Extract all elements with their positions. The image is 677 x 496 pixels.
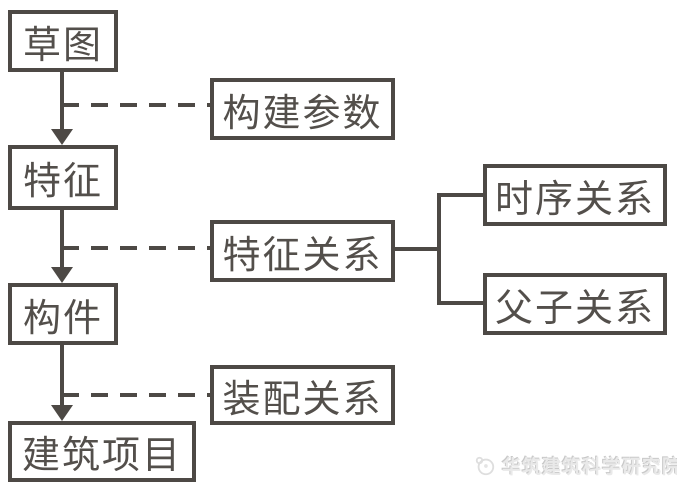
- panda-logo-icon: [475, 456, 495, 475]
- node-parent-child-relations: 父子关系: [483, 273, 667, 335]
- node-feature-label: 特征: [22, 161, 103, 203]
- node-building-project: 建筑项目: [8, 421, 196, 482]
- node-sketch: 草图: [8, 10, 118, 72]
- node-feature: 特征: [8, 145, 118, 210]
- dashed-link-assembly-relations: [62, 393, 210, 397]
- node-assembly-relations: 装配关系: [210, 365, 395, 425]
- connector-branch-parent-child: [437, 301, 483, 305]
- arrow-down-icon: [51, 267, 73, 283]
- connector-branch-vertical: [437, 193, 441, 305]
- node-temporal-relations-label: 时序关系: [494, 178, 655, 221]
- dashed-link-feature-relations: [62, 246, 210, 250]
- node-component: 构件: [8, 283, 118, 345]
- node-sketch-label: 草图: [22, 24, 103, 67]
- node-feature-relations: 特征关系: [210, 220, 395, 282]
- node-parent-child-relations-label: 父子关系: [494, 287, 655, 330]
- node-temporal-relations: 时序关系: [483, 164, 667, 226]
- node-build-parameters-label: 构建参数: [222, 92, 383, 135]
- arrow-down-icon: [51, 405, 73, 421]
- watermark-text: 华筑建筑科学研究院: [502, 457, 677, 478]
- node-build-parameters: 构建参数: [210, 78, 395, 140]
- connector-sketch-feature-line: [60, 72, 64, 131]
- connector-feature-relations-stem: [395, 247, 439, 251]
- node-component-label: 构件: [22, 297, 103, 340]
- watermark: 华筑建筑科学研究院: [474, 452, 677, 479]
- connector-branch-temporal: [437, 193, 483, 197]
- node-building-project-label: 建筑项目: [21, 435, 182, 477]
- node-feature-relations-label: 特征关系: [222, 234, 383, 277]
- arrow-down-icon: [51, 129, 73, 145]
- connector-feature-component-line: [60, 210, 64, 269]
- connector-component-building-line: [60, 345, 64, 407]
- dashed-link-build-parameters: [62, 103, 210, 107]
- node-assembly-relations-label: 装配关系: [222, 378, 383, 421]
